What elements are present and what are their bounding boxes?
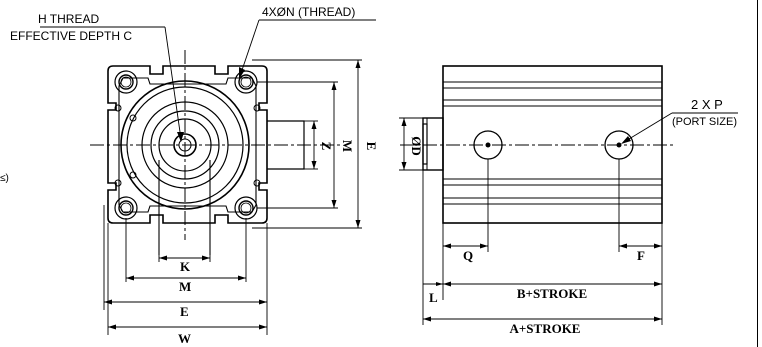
port-callout-leader xyxy=(623,112,673,143)
dim-f-arrow-right xyxy=(654,243,662,249)
dim-a-arrow-right xyxy=(654,316,662,322)
front-small-mark-1 xyxy=(129,114,137,122)
front-small-mark-2 xyxy=(129,171,137,179)
mount-thread-label: 4XØN (THREAD) xyxy=(262,5,355,19)
front-slot-right-bottom xyxy=(253,179,261,187)
h-thread-label-line2: EFFECTIVE DEPTH C xyxy=(10,29,132,43)
dim-b-arrow-left xyxy=(443,281,451,287)
dim-label-k: K xyxy=(180,259,191,274)
dim-label-b-stroke: B+STROKE xyxy=(517,286,587,301)
front-body-outline xyxy=(107,65,268,224)
dim-m-arrow-right xyxy=(238,275,246,281)
dim-label-l: L xyxy=(429,290,438,305)
dim-label-od: ØD xyxy=(409,136,424,156)
port-callout-line1: 2 X P xyxy=(691,97,723,112)
dim-w-arrow-left xyxy=(108,324,116,330)
dim-f-arrow-left xyxy=(619,243,627,249)
edge-fragment-text: ≤) xyxy=(0,173,9,184)
h-thread-arrowhead xyxy=(177,132,184,142)
dim-z-arrow-bottom xyxy=(311,161,317,169)
dim-k-arrow-left xyxy=(159,255,167,261)
dim-m-side-arrow-top xyxy=(331,82,337,90)
mounting-hole-bottom-left xyxy=(114,196,138,220)
side-view: ØD 2 X P (PORT SIZE) Q F L B+STROK xyxy=(399,65,738,336)
dim-m-side-arrow-bottom xyxy=(331,200,337,208)
dim-label-a-stroke: A+STROKE xyxy=(510,321,581,336)
port-callout-arrowhead xyxy=(621,136,631,144)
dim-e-arrow-right xyxy=(259,299,267,305)
side-rod-end-face xyxy=(422,123,428,165)
dim-label-m-bottom: M xyxy=(179,279,191,294)
dim-label-f: F xyxy=(637,248,645,263)
dim-od-arrow-bottom xyxy=(401,162,407,170)
dim-label-w: W xyxy=(178,331,191,346)
dim-e-side-arrow-bottom xyxy=(355,220,361,228)
front-slot-left-bottom xyxy=(114,179,122,187)
dim-q-arrow-right xyxy=(480,243,488,249)
h-thread-leader xyxy=(164,26,182,140)
front-view: H THREAD EFFECTIVE DEPTH C 4XØN (THREAD)… xyxy=(10,5,379,346)
dim-k-arrow-right xyxy=(202,255,210,261)
port-callout-line2: (PORT SIZE) xyxy=(672,116,737,128)
dim-q-arrow-left xyxy=(443,243,451,249)
dim-a-arrow-left xyxy=(423,316,431,322)
dim-od-arrow-top xyxy=(401,118,407,126)
dim-z-arrow-top xyxy=(311,121,317,129)
front-slot-right-top xyxy=(253,104,261,112)
front-slot-left-top xyxy=(114,104,122,112)
dim-e-arrow-left xyxy=(104,299,112,305)
dim-label-e-bottom: E xyxy=(180,304,189,319)
dim-label-m-side: M xyxy=(340,140,355,152)
mounting-hole-bottom-right xyxy=(234,196,258,220)
h-thread-label-line1: H THREAD xyxy=(38,12,99,26)
dim-b-arrow-right xyxy=(654,281,662,287)
mounting-hole-top-left xyxy=(114,70,138,94)
dim-w-arrow-right xyxy=(259,324,267,330)
dim-label-e-side: E xyxy=(364,142,379,151)
side-rod-boss xyxy=(422,117,444,171)
dim-label-z: Z xyxy=(319,142,334,151)
mount-thread-arrowhead xyxy=(239,67,245,79)
mount-thread-leader xyxy=(239,19,260,77)
dim-m-arrow-left xyxy=(126,275,134,281)
dim-e-side-arrow-top xyxy=(355,60,361,68)
mounting-hole-top-right xyxy=(234,70,258,94)
dim-l-arrow-right xyxy=(436,282,443,286)
dim-label-q: Q xyxy=(463,248,473,263)
